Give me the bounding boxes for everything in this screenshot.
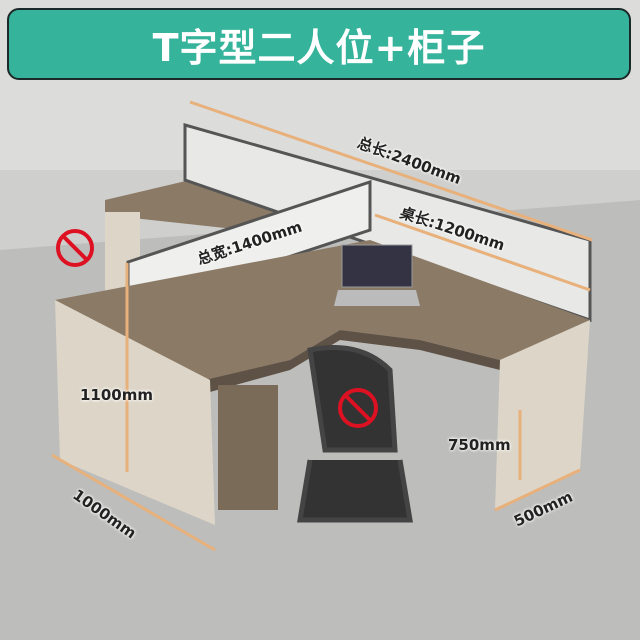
- office-chair: [297, 345, 413, 523]
- desk-top: [55, 240, 590, 380]
- laptop: [341, 244, 413, 288]
- title-banner: T字型二人位+柜子: [7, 8, 631, 80]
- desk-height-label: 750mm: [448, 436, 511, 454]
- no-symbol-icon: [56, 229, 94, 267]
- partition-height-label: 1100mm: [80, 386, 154, 404]
- no-symbol-icon: [338, 388, 378, 428]
- drawer-unit: [218, 385, 278, 510]
- left-cabinet: [55, 300, 215, 525]
- banner-title: T字型二人位+柜子: [152, 25, 486, 70]
- dimension-lines: [51, 100, 593, 552]
